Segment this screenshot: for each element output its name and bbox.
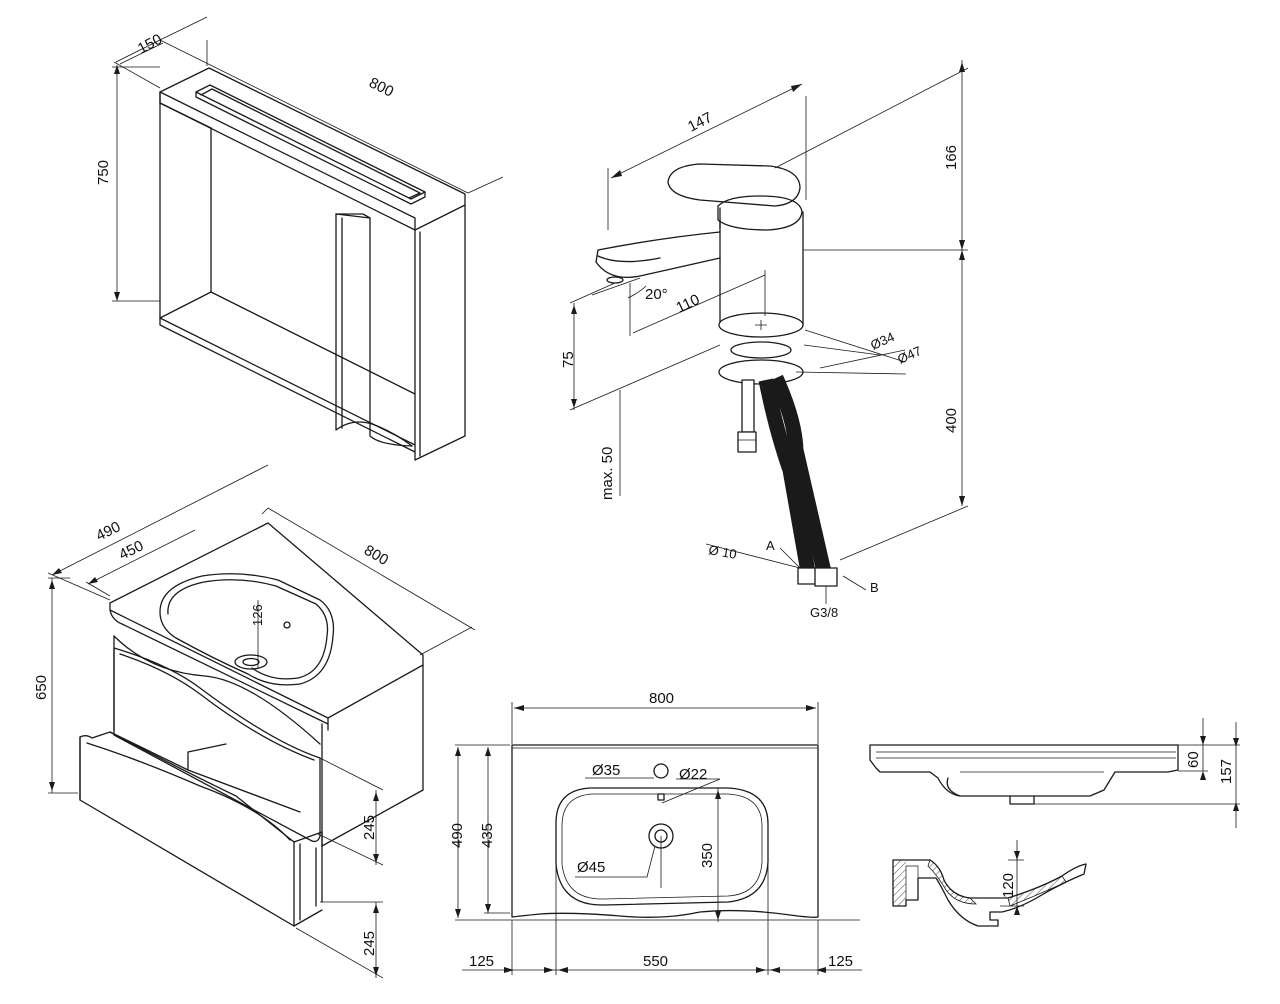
base-diameter-47-label: Ø47 xyxy=(895,343,924,367)
rim-height-label: 60 xyxy=(1185,751,1202,768)
mirror-depth-label: 150 xyxy=(135,31,165,58)
basin-top-view: 800 490 435 Ø35 Ø22 Ø45 350 125 550 125 xyxy=(449,690,862,975)
hose-a-label: A xyxy=(766,538,775,553)
faucet-width-label: 147 xyxy=(685,109,715,136)
stud-diameter-label: Ø 10 xyxy=(707,542,737,562)
bowl-depth-label: 120 xyxy=(1000,873,1017,898)
overflow-diameter-label: Ø22 xyxy=(679,766,707,783)
margin-right-label: 125 xyxy=(828,953,853,970)
mirror-height-label: 750 xyxy=(95,160,112,185)
faucet-height-above-label: 166 xyxy=(943,145,960,170)
mirror-cabinet-view: 150 800 750 xyxy=(95,16,504,461)
mirror-width-label: 800 xyxy=(366,74,396,100)
bowl-width-label: 550 xyxy=(643,953,668,970)
bowl-length-label: 350 xyxy=(699,843,716,868)
drain-offset-label: 126 xyxy=(250,604,265,626)
basin-side-view: 60 157 xyxy=(869,718,1240,828)
vanity-width-label: 800 xyxy=(361,542,391,569)
spout-angle-label: 20° xyxy=(645,286,668,303)
basin-depth-label: 490 xyxy=(449,823,466,848)
faucet-height-below-label: 400 xyxy=(943,408,960,433)
drain-diameter-label: Ø45 xyxy=(577,859,605,876)
margin-left-label: 125 xyxy=(469,953,494,970)
vanity-unit-view: 490 450 800 650 126 245 245 xyxy=(33,464,476,979)
spout-height-label: 75 xyxy=(560,351,577,368)
spout-reach-label: 110 xyxy=(674,291,703,317)
max-thickness-label: max. 50 xyxy=(599,447,616,500)
basin-bowl-depth-label: 435 xyxy=(479,823,496,848)
faucet-view: 147 166 400 110 20° 75 max. 50 Ø34 Ø47 Ø… xyxy=(560,60,969,620)
hose-b-label: B xyxy=(870,580,879,595)
vanity-height-label: 650 xyxy=(33,675,50,700)
base-diameter-34-label: Ø34 xyxy=(868,329,897,353)
upper-drawer-height-label: 245 xyxy=(361,815,378,840)
thread-label: G3/8 xyxy=(810,605,838,620)
lower-drawer-height-label: 245 xyxy=(361,931,378,956)
basin-width-label: 800 xyxy=(649,690,674,707)
vanity-depth-inner-label: 450 xyxy=(116,537,146,563)
tap-hole-diameter-label: Ø35 xyxy=(592,762,620,779)
basin-section-view: 120 xyxy=(892,840,1087,927)
overall-height-label: 157 xyxy=(1218,759,1235,784)
